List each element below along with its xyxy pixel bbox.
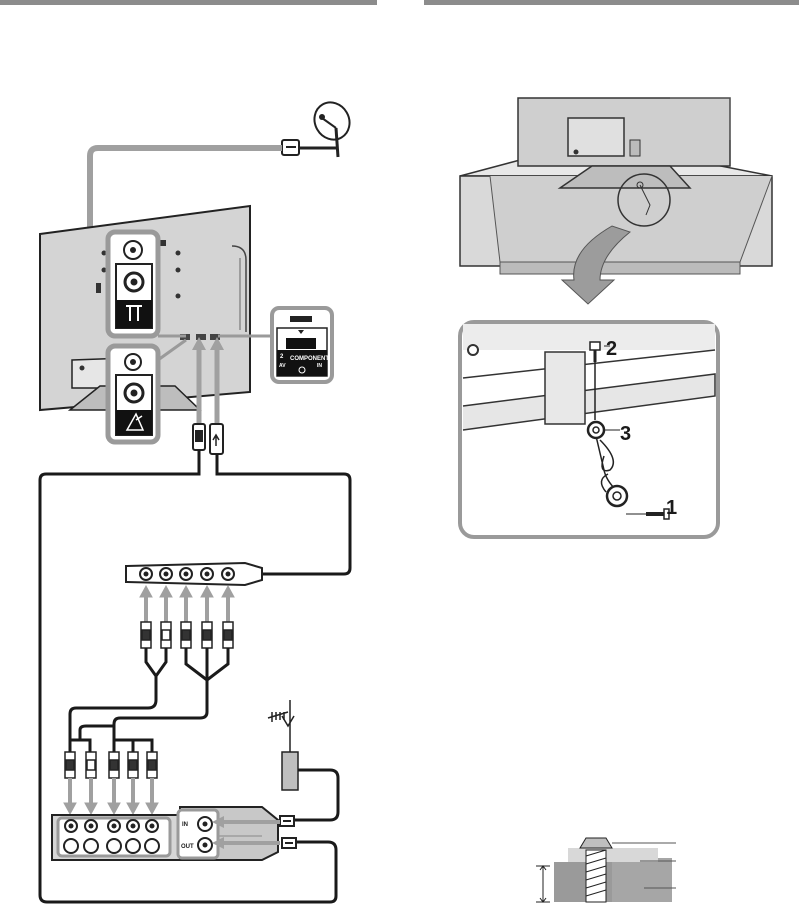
component-label: COMPONENT	[290, 356, 329, 362]
satellite-socket-zoom	[108, 346, 158, 442]
rca-plugs-upper	[141, 622, 233, 648]
satellite-plug-icon	[282, 140, 299, 155]
connection-diagram: 2 COMPONENT IN AV	[40, 96, 356, 902]
terrestrial-antenna-icon	[268, 700, 294, 760]
vcr-arrows	[64, 778, 158, 814]
scart-adapter	[126, 563, 262, 585]
left-header-rule	[0, 0, 377, 5]
rf-in-label: IN	[182, 822, 188, 828]
rf-plug-in	[280, 816, 294, 826]
component-plug-icon	[193, 424, 205, 450]
antenna-cable	[292, 770, 338, 820]
component-input-zoom: 2 COMPONENT IN AV	[272, 308, 332, 382]
rf-plug-out	[282, 838, 296, 848]
securing-detail-zoom: 1 2 3	[460, 322, 718, 537]
satellite-dish-icon	[300, 96, 356, 157]
securing-diagram: 1 2 3	[460, 98, 772, 902]
rca-plugs-lower	[65, 752, 157, 778]
wall-socket	[282, 752, 298, 790]
component-in-label: IN	[317, 363, 322, 369]
adapter-arrows	[140, 586, 234, 622]
screw-cross-section	[536, 838, 676, 902]
antenna-socket-zoom	[108, 232, 158, 336]
callout-1: 1	[666, 497, 677, 519]
callout-3: 3	[620, 423, 631, 445]
callout-2: 2	[606, 338, 617, 360]
recorder-device: IN OUT	[52, 807, 278, 860]
right-header-rule	[424, 0, 799, 5]
av-cable-right	[217, 454, 350, 574]
av-label: AV	[279, 363, 286, 369]
rf-out-label: OUT	[181, 844, 194, 850]
hdmi-plug-icon	[210, 424, 223, 454]
